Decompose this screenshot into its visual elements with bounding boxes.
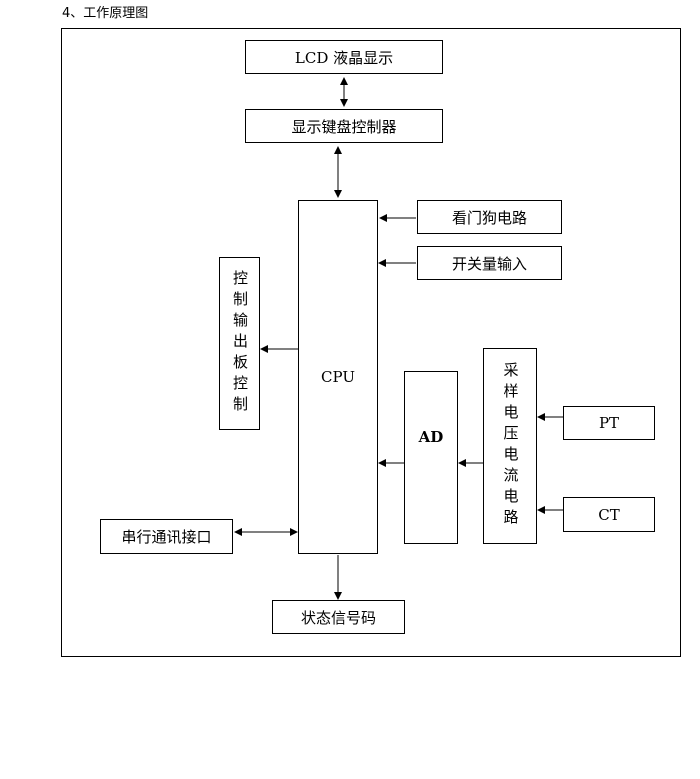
diagram-frame bbox=[61, 28, 681, 657]
pt-box: PT bbox=[563, 406, 655, 440]
sampling-box: 采样电压电流电路 bbox=[483, 348, 537, 544]
watchdog-box: 看门狗电路 bbox=[417, 200, 562, 234]
page-heading: 4、工作原理图 bbox=[62, 6, 149, 21]
serial-interface-box: 串行通讯接口 bbox=[100, 519, 233, 554]
status-code-box: 状态信号码 bbox=[272, 600, 405, 634]
output-board-box: 控制输出板控制 bbox=[219, 257, 260, 430]
switch-input-box: 开关量输入 bbox=[417, 246, 562, 280]
ad-box: AD bbox=[404, 371, 458, 544]
lcd-box: LCD 液晶显示 bbox=[245, 40, 443, 74]
ct-box: CT bbox=[563, 497, 655, 532]
cpu-box: CPU bbox=[298, 200, 378, 554]
keyboard-controller-box: 显示键盘控制器 bbox=[245, 109, 443, 143]
